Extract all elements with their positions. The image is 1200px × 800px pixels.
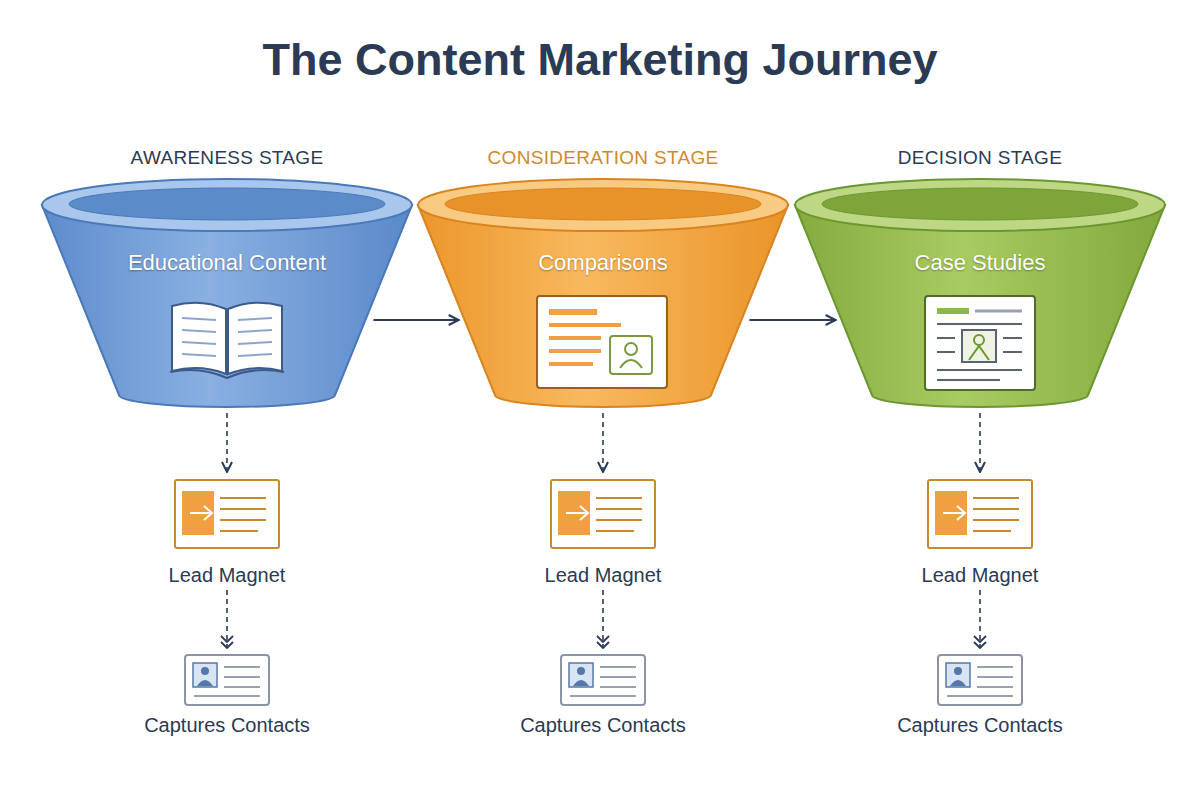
contact-card-icon [185,655,269,705]
flow-arrow [226,413,228,472]
funnel-label: Comparisons [418,248,788,278]
node-label: Captures Contacts [510,713,696,737]
lead-magnet-box: Lead Magnet [159,476,296,587]
stage-heading: CONSIDERATION STAGE [418,140,788,176]
node-label: Captures Contacts [887,713,1073,737]
contact-card-icon [938,655,1022,705]
contact-card-icon [561,655,645,705]
stage-funnel: CONSIDERATION STAGE Comparisons [418,140,788,410]
case-study-icon [925,296,1035,390]
funnel-label: Case Studies [795,248,1165,278]
flow-arrow [979,413,981,472]
node-label: Captures Contacts [134,713,320,737]
stage-funnel: DECISION STAGE Case Studies [795,140,1165,410]
funnel-shape [795,179,1165,407]
flow-arrow [602,413,604,472]
book-icon [170,303,284,378]
comparison-card-icon [537,296,667,388]
node-label: Lead Magnet [159,563,296,587]
flow-arrow [979,590,981,648]
funnel-shape [418,179,788,407]
lead-magnet-icon [928,480,1032,548]
lead-magnet-icon [551,480,655,548]
stage-arrow [373,319,458,321]
flow-arrow [602,590,604,648]
stage-arrow [749,319,835,321]
contact-capture-box: Captures Contacts [887,652,1073,737]
diagram-title: The Content Marketing Journey [0,34,1200,86]
lead-magnet-box: Lead Magnet [912,476,1049,587]
funnel-label: Educational Content [42,248,412,278]
flow-arrow [226,590,228,648]
stage-heading: AWARENESS STAGE [42,140,412,176]
stage-funnel: AWARENESS STAGE Educational Content [42,140,412,410]
funnel-shape [42,179,412,407]
stage-heading: DECISION STAGE [795,140,1165,176]
contact-capture-box: Captures Contacts [134,652,320,737]
lead-magnet-icon [175,480,279,548]
lead-magnet-box: Lead Magnet [535,476,672,587]
node-label: Lead Magnet [912,563,1049,587]
contact-capture-box: Captures Contacts [510,652,696,737]
node-label: Lead Magnet [535,563,672,587]
